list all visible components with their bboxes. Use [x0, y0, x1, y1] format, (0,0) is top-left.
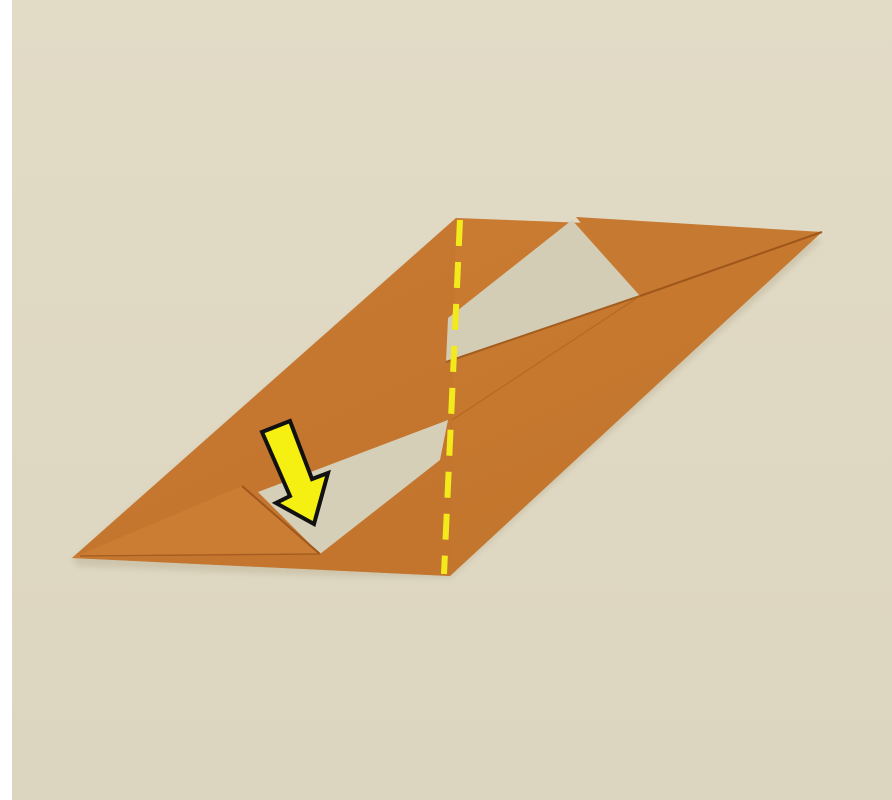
origami-photo: [12, 0, 892, 800]
